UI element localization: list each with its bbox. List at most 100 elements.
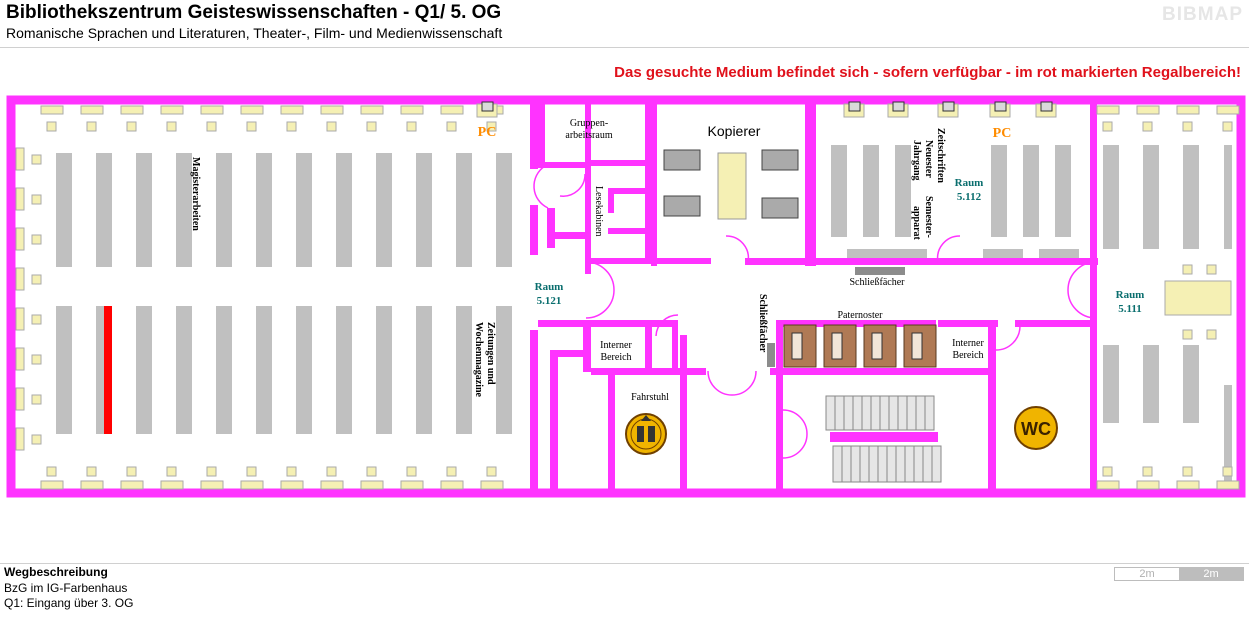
chair [406,121,417,132]
stair-step [931,445,942,483]
wall-segment [770,368,780,375]
wall-segment [530,97,538,169]
schliessfaecher-side-label: Schließfächer [757,294,768,353]
zeitschriften-label: Zeitschriften [935,128,946,183]
pc-icons [476,101,1057,118]
door [936,235,961,263]
copier-icon [663,149,701,171]
shelf [176,153,192,267]
stair-step [924,395,935,431]
wc-label: WC [1021,419,1051,439]
desk [160,480,184,490]
desk [400,105,424,115]
shelf [336,306,352,434]
wall-segment [672,326,678,371]
desk [80,480,104,490]
chair [31,194,42,205]
copier-icon [761,149,799,171]
shelf [863,145,879,237]
chair [86,466,97,477]
stair-step [825,395,836,431]
footer-divider [0,563,1249,564]
chair [326,121,337,132]
scale-segment-b: 2m [1179,568,1243,580]
chair [206,466,217,477]
wall-segment [583,322,591,372]
pc-monitor [1040,101,1053,112]
intern-right-label-1: Interner [952,338,984,349]
wall-segment [651,258,711,264]
wall-segment [555,232,590,239]
chair [166,466,177,477]
lesekabinen-label: Lesekabinen [593,186,604,237]
chair [1102,121,1113,132]
desk [15,147,25,171]
intern-right-label-2: Bereich [952,350,983,361]
stair-step [906,395,917,431]
chair [486,121,497,132]
shelf [376,306,392,434]
shelf [136,306,152,434]
desk [440,480,464,490]
raum-5111-label-1: Raum [1116,289,1145,301]
stair-step [915,395,926,431]
shelf [1055,145,1071,237]
chair [326,466,337,477]
shelf [496,153,512,267]
shelf [1224,145,1232,249]
pc-label-right: PC [993,126,1012,141]
desk [360,105,384,115]
chair [31,154,42,165]
wall-segment [538,320,678,327]
shelf [296,306,312,434]
wall-segment [530,330,538,495]
chair [1182,264,1193,275]
stair-step [895,445,906,483]
door [707,370,757,396]
chair [246,121,257,132]
gruppen-label-1: Gruppen- [570,118,608,129]
shelf [176,306,192,434]
chair [1142,466,1153,477]
shelf [1183,345,1199,423]
page-subtitle: Romanische Sprachen und Literaturen, The… [6,25,503,41]
desk [1216,105,1240,115]
desk [80,105,104,115]
chair [31,274,42,285]
desk [15,227,25,251]
chair [246,466,257,477]
chair [31,434,42,445]
chair [46,121,57,132]
locker-row [767,343,775,367]
chair [1182,121,1193,132]
wall-segment [585,104,591,274]
wall-segment [938,320,998,327]
chair [286,466,297,477]
wall-segment [776,320,783,495]
wall-segment [645,322,652,372]
neuester-label: Neuester [923,140,934,178]
wochenmagazine-label: Wochenmagazine [473,322,484,398]
wall-segment [745,258,960,265]
wall-segment [988,320,996,495]
route-heading: Wegbeschreibung [4,565,108,579]
chair [126,121,137,132]
shelf [1143,145,1159,249]
stair-step [843,395,854,431]
shelf [831,145,847,237]
wall-segment [547,208,555,248]
copier-icon [663,195,701,217]
desk [480,480,504,490]
wall-segment [958,258,1098,265]
wall-segment [537,162,587,168]
shelf [256,153,272,267]
gruppen-label-2: arbeitsraum [565,130,612,141]
route-line-1: BzG im IG-Farbenhaus [4,581,128,595]
wall-segment [608,188,648,194]
chair [1182,466,1193,477]
doors [533,165,1097,459]
pc-monitor [942,101,955,112]
desk [1176,105,1200,115]
stair-step [904,445,915,483]
